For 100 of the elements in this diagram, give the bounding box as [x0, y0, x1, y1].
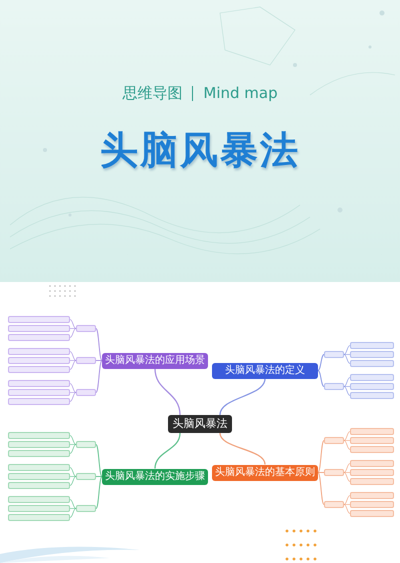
connector-line [70, 328, 76, 329]
connector-line [70, 467, 76, 477]
branch-topic: 头脑风暴法的应用场景 [102, 352, 208, 368]
connector-line [70, 392, 76, 393]
subtopic-box [324, 383, 344, 390]
leaf-box [8, 334, 70, 341]
connector-line [219, 432, 266, 465]
leaf-box [350, 510, 394, 517]
connector-line [96, 476, 102, 509]
connector-line [70, 383, 76, 393]
connector-line [344, 472, 350, 473]
connector-line [344, 463, 350, 473]
leaf-box [8, 482, 70, 489]
leaf-box [8, 432, 70, 439]
connector-line [344, 386, 350, 387]
connector-line [318, 370, 324, 387]
subtopic-box [76, 357, 96, 364]
connector-line [344, 354, 350, 355]
leaf-box [8, 514, 70, 521]
leaf-box [350, 392, 394, 399]
subtopic-box [76, 325, 96, 332]
subtopic-box [76, 389, 96, 396]
connector-line [344, 431, 350, 441]
leaf-box [350, 374, 394, 381]
connector-line [70, 328, 76, 338]
connector-line [70, 360, 76, 370]
connector-line [70, 508, 76, 518]
connector-line [344, 495, 350, 505]
leaf-box [8, 450, 70, 457]
leaf-box [8, 380, 70, 387]
connector-line [96, 360, 102, 393]
connector-line [344, 345, 350, 355]
branch-topic: 头脑风暴法的定义 [212, 362, 318, 378]
subtopic-box [76, 505, 96, 512]
leaf-box [350, 437, 394, 444]
leaf-box [8, 496, 70, 503]
leaf-box [350, 360, 394, 367]
leaf-box [8, 366, 70, 373]
connector-line [96, 444, 102, 477]
leaf-box [350, 460, 394, 467]
leaf-box [350, 428, 394, 435]
leaf-box [350, 383, 394, 390]
branch-topic: 头脑风暴法的基本原则 [212, 464, 318, 480]
connector-line [70, 435, 76, 445]
leaf-box [350, 478, 394, 485]
subtopic-box [324, 351, 344, 358]
connector-line [70, 499, 76, 509]
connector-line [344, 440, 350, 450]
central-topic: 头脑风暴法 [168, 415, 232, 433]
connector-line [70, 476, 76, 486]
connector-line [70, 392, 76, 402]
leaf-box [8, 473, 70, 480]
subtitle-text: 思维导图 [122, 83, 182, 104]
leaf-box [8, 348, 70, 355]
leaf-box [8, 464, 70, 471]
connector-line [70, 319, 76, 329]
subtopic-box [76, 473, 96, 480]
connector-line [344, 504, 350, 505]
connector-line [70, 444, 76, 454]
connector-line [318, 354, 324, 371]
leaf-box [8, 316, 70, 323]
connector-line [70, 508, 76, 509]
subtopic-box [324, 501, 344, 508]
subtopic-box [76, 441, 96, 448]
leaf-box [8, 398, 70, 405]
leaf-box [350, 342, 394, 349]
connector-line [344, 440, 350, 441]
connector-line [96, 476, 102, 477]
connector-line [318, 472, 324, 505]
connector-line [96, 360, 102, 361]
connector-line [344, 377, 350, 387]
leaf-box [350, 469, 394, 476]
connector-line [344, 354, 350, 364]
leaf-box [8, 357, 70, 364]
connector-line [318, 472, 324, 473]
leaf-box [8, 441, 70, 448]
connector-line [344, 386, 350, 396]
subtopic-box [324, 437, 344, 444]
connector-line [318, 440, 324, 473]
connector-line [344, 472, 350, 482]
leaf-box [350, 351, 394, 358]
connector-line [70, 351, 76, 361]
subtopic-box [324, 469, 344, 476]
leaf-box [350, 492, 394, 499]
leaf-box [350, 446, 394, 453]
connector-line [70, 360, 76, 361]
connector-line [96, 328, 102, 361]
leaf-box [8, 389, 70, 396]
connector-line [70, 444, 76, 445]
connector-line [344, 504, 350, 514]
connector-line [70, 476, 76, 477]
subtitle-text: Mind map [203, 83, 278, 104]
leaf-box [350, 501, 394, 508]
branch-topic: 头脑风暴法的实施步骤 [102, 468, 208, 484]
connector-line [154, 432, 181, 469]
leaf-box [8, 505, 70, 512]
connector-line [154, 368, 181, 416]
leaf-box [8, 325, 70, 332]
connector-line [219, 378, 266, 416]
title: 头脑风暴法 [100, 127, 300, 174]
